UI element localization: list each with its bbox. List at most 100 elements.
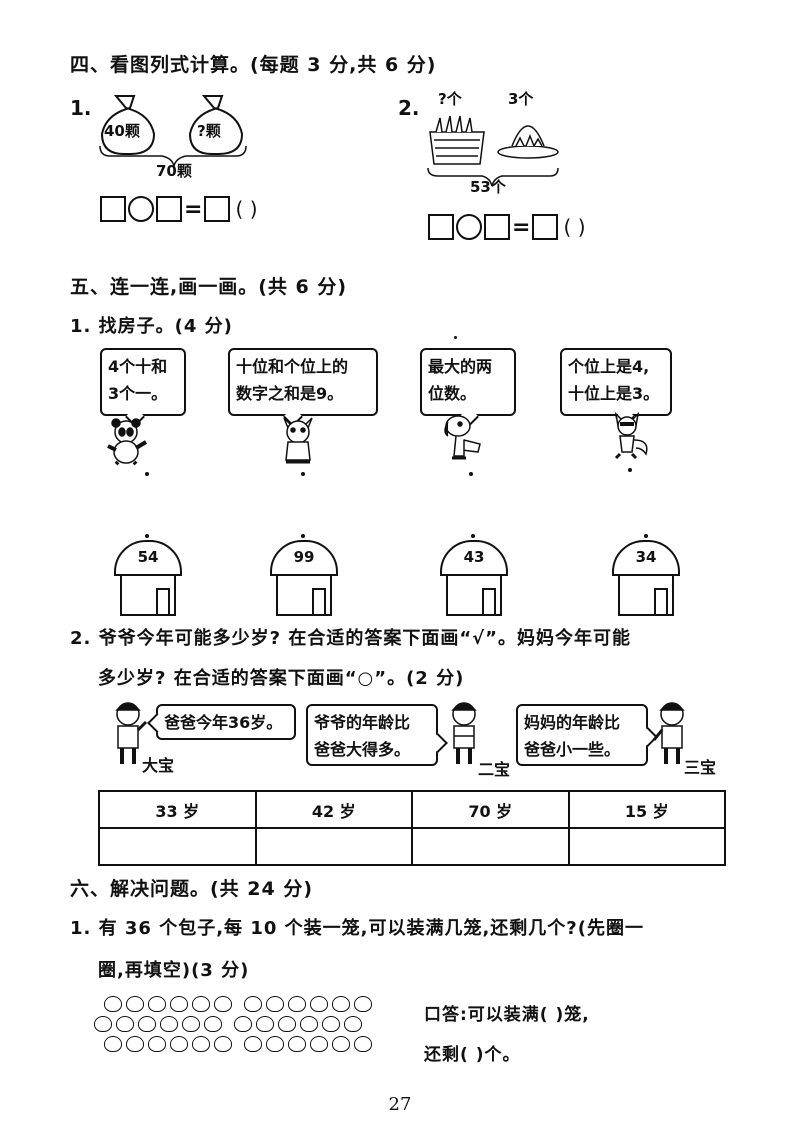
answer-box[interactable] — [532, 214, 559, 240]
boy-erbao-icon — [451, 702, 477, 764]
bun — [354, 1036, 372, 1052]
bun — [94, 1016, 112, 1032]
bun — [204, 1016, 222, 1032]
bun — [300, 1016, 318, 1032]
bun — [192, 1036, 210, 1052]
label-erbao: 二宝 — [478, 760, 511, 779]
house-43[interactable]: 43 — [440, 540, 508, 618]
bun — [214, 996, 232, 1012]
basket-and-plate-illustration — [427, 115, 559, 187]
house-34[interactable]: 34 — [612, 540, 680, 618]
bun — [182, 1016, 200, 1032]
cat-icon — [283, 417, 313, 464]
bun — [126, 1036, 144, 1052]
q-age-line1: 2. 爷爷今年可能多少岁? 在合适的答案下面画“√”。妈妈今年可能 — [70, 628, 632, 649]
bun — [234, 1016, 252, 1032]
q-age-line2: 多少岁? 在合适的答案下面画“○”。(2 分) — [98, 668, 465, 689]
q1-equation: = ( ) — [100, 196, 258, 222]
q2-number: 2. — [398, 96, 420, 120]
section6-heading: 六、解决问题。(共 24 分) — [70, 878, 314, 900]
bun — [332, 1036, 350, 1052]
dog-icon — [444, 415, 481, 460]
money-bags-illustration — [99, 95, 247, 167]
age-option: 33 岁 — [98, 790, 257, 829]
age-answer-table: 33 岁 42 岁 70 岁 15 岁 — [98, 790, 726, 866]
answer-box[interactable] — [100, 196, 126, 222]
bun — [116, 1016, 134, 1032]
table-row: 33 岁 42 岁 70 岁 15 岁 — [98, 790, 726, 829]
buns-illustration — [94, 996, 394, 1060]
q1-total-label: 70颗 — [156, 162, 192, 180]
section5-heading: 五、连一连,画一画。(共 6 分) — [70, 276, 348, 298]
bun — [160, 1016, 178, 1032]
bun — [148, 1036, 166, 1052]
q-buns-line2: 圈,再填空)(3 分) — [98, 960, 250, 981]
bun — [138, 1016, 156, 1032]
age-option: 15 岁 — [567, 790, 726, 829]
q1-number: 1. — [70, 96, 92, 120]
q2-total-label: 53个 — [470, 178, 506, 196]
bun — [266, 996, 284, 1012]
bun — [170, 996, 188, 1012]
bun — [310, 1036, 328, 1052]
q2-equation: = ( ) — [428, 214, 586, 240]
answer-box[interactable] — [156, 196, 182, 222]
age-option: 70 岁 — [411, 790, 570, 829]
operator-circle[interactable] — [456, 214, 482, 240]
page-number: 27 — [388, 1094, 412, 1115]
speech-bubble-sanbao: 妈妈的年龄比爸爸小一些。 — [516, 704, 648, 766]
house-54[interactable]: 54 — [114, 540, 182, 618]
mark-cell[interactable] — [411, 827, 570, 866]
bun — [288, 996, 306, 1012]
bun — [310, 996, 328, 1012]
boy-sanbao-icon — [652, 702, 685, 764]
bun — [322, 1016, 340, 1032]
bun — [126, 996, 144, 1012]
bun — [354, 996, 372, 1012]
bun — [192, 996, 210, 1012]
q-find-house-title: 1. 找房子。(4 分) — [70, 316, 233, 337]
speech-bubble-cat: 十位和个位上的数字之和是9。 — [228, 348, 378, 416]
bag-right-label: ?颗 — [197, 122, 221, 140]
q2-left-label: ?个 — [438, 90, 462, 108]
bun — [344, 1016, 362, 1032]
speech-bubble-erbao: 爷爷的年龄比爸爸大得多。 — [306, 704, 438, 766]
speech-bubble-dog: 最大的两位数。 — [420, 348, 516, 416]
mark-cell[interactable] — [254, 827, 413, 866]
answer-box[interactable] — [484, 214, 510, 240]
bun — [170, 1036, 188, 1052]
bun — [256, 1016, 274, 1032]
operator-circle[interactable] — [128, 196, 154, 222]
bun — [266, 1036, 284, 1052]
bun — [288, 1036, 306, 1052]
bun — [214, 1036, 232, 1052]
unit-blank[interactable]: ( ) — [563, 215, 586, 239]
table-row — [98, 827, 726, 866]
bun — [104, 1036, 122, 1052]
age-option: 42 岁 — [254, 790, 413, 829]
bun — [104, 996, 122, 1012]
section4-heading: 四、看图列式计算。(每题 3 分,共 6 分) — [70, 54, 437, 76]
answer-line2[interactable]: 还剩( )个。 — [424, 1045, 521, 1065]
raccoon-icon — [614, 411, 648, 460]
bun — [278, 1016, 296, 1032]
mark-cell[interactable] — [567, 827, 726, 866]
bun — [244, 996, 262, 1012]
answer-box[interactable] — [428, 214, 454, 240]
house-99[interactable]: 99 — [270, 540, 338, 618]
bun — [148, 996, 166, 1012]
answer-line1[interactable]: 口答:可以装满( )笼, — [424, 1005, 590, 1025]
bun — [244, 1036, 262, 1052]
q-buns-line1: 1. 有 36 个包子,每 10 个装一笼,可以装满几笼,还剩几个?(先圈一 — [70, 918, 644, 939]
mark-cell[interactable] — [98, 827, 257, 866]
unit-blank[interactable]: ( ) — [235, 197, 258, 221]
speech-bubble-raccoon: 个位上是4,十位上是3。 — [560, 348, 672, 416]
bun — [332, 996, 350, 1012]
speech-bubble-dabao: 爸爸今年36岁。 — [156, 704, 296, 740]
answer-box[interactable] — [204, 196, 231, 222]
label-sanbao: 三宝 — [684, 758, 717, 777]
bag-left-label: 40颗 — [104, 122, 140, 140]
label-dabao: 大宝 — [142, 756, 175, 775]
q2-right-label: 3个 — [508, 90, 534, 108]
